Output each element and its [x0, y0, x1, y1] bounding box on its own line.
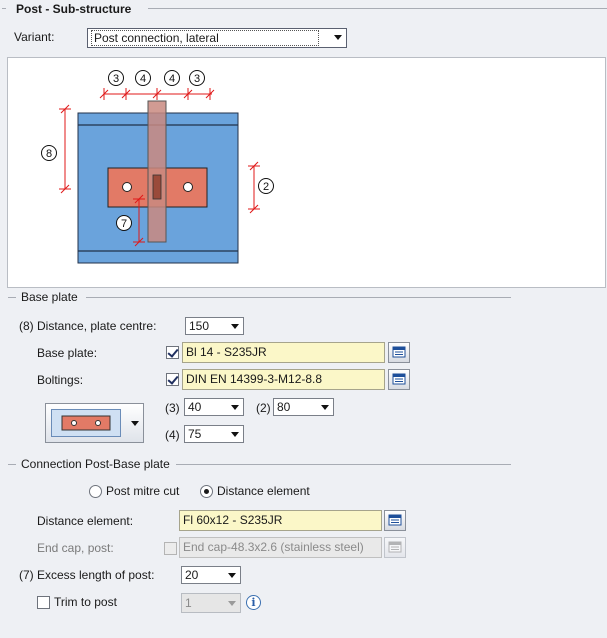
dim-top-2: 4 [140, 73, 146, 85]
plate-type-preview [51, 409, 121, 437]
dim3-dropdown[interactable]: 40 [184, 398, 244, 416]
variant-dropdown[interactable]: Post connection, lateral [87, 28, 347, 48]
dim-right: 2 [263, 181, 269, 193]
chevron-down-icon [231, 432, 239, 437]
dim2-value: 80 [277, 400, 291, 414]
bolt-hole-left [122, 182, 132, 192]
catalog-icon [392, 373, 406, 385]
base-plate-field[interactable]: Bl 14 - S235JR [182, 342, 385, 363]
boltings-label: Boltings: [37, 373, 84, 387]
distance-element-shape [152, 174, 162, 200]
chevron-down-icon [228, 573, 236, 578]
radio-distance-element[interactable] [200, 485, 213, 498]
plate-type-picker[interactable] [45, 403, 144, 443]
dim-left: 8 [46, 148, 52, 160]
section-title-post: Post - Sub-structure [16, 2, 132, 16]
base-plate-checkbox[interactable] [166, 346, 179, 359]
dim2-label: (2) [256, 401, 271, 415]
catalog-icon [388, 541, 402, 553]
catalog-icon [388, 514, 402, 526]
section-title-base-plate: Base plate [21, 290, 78, 304]
radio-post-mitre-cut-label: Post mitre cut [106, 484, 180, 498]
chevron-down-icon [231, 324, 239, 329]
trim-to-post-label: Trim to post [54, 595, 117, 609]
trim-to-post-dropdown[interactable]: 1 [181, 593, 241, 613]
dim3-label: (3) [165, 401, 180, 415]
radio-post-mitre-cut[interactable] [89, 485, 102, 498]
boltings-field[interactable]: DIN EN 14399-3-M12-8.8 [182, 369, 385, 390]
base-plate-label: Base plate: [37, 346, 98, 360]
boltings-catalog-button[interactable] [388, 369, 410, 390]
plate-type-icon [61, 415, 111, 431]
dim-top-4: 3 [194, 73, 200, 85]
chevron-down-icon [131, 421, 139, 426]
distance-plate-centre-label: (8) Distance, plate centre: [19, 319, 157, 333]
trim-to-post-checkbox[interactable] [37, 596, 50, 609]
distance-element-catalog-button[interactable] [384, 510, 406, 531]
excess-length-dropdown[interactable]: 20 [181, 566, 241, 584]
section-title-connection: Connection Post-Base plate [21, 457, 170, 471]
distance-element-field[interactable]: Fl 60x12 - S235JR [179, 510, 382, 531]
variant-value: Post connection, lateral [91, 30, 319, 46]
dim4-value: 75 [188, 427, 202, 441]
trim-to-post-value: 1 [185, 596, 192, 610]
excess-length-value: 20 [185, 568, 199, 582]
dim4-label: (4) [165, 428, 180, 442]
excess-length-label: (7) Excess length of post: [19, 568, 155, 582]
dim-top-3: 4 [169, 73, 175, 85]
preview-drawing: 3 4 4 3 8 2 7 [7, 57, 606, 288]
chevron-down-icon [231, 405, 239, 410]
distance-element-label: Distance element: [37, 514, 134, 528]
radio-distance-element-label: Distance element [217, 484, 310, 498]
dim-top-1: 3 [113, 73, 119, 85]
end-cap-catalog-button[interactable] [384, 537, 406, 558]
drawing-svg: 3 4 4 3 8 2 7 [41, 70, 274, 264]
bolt-hole-right [183, 182, 193, 192]
chevron-down-icon [228, 601, 236, 606]
end-cap-field[interactable]: End cap-48.3x2.6 (stainless steel) [179, 537, 382, 558]
chevron-down-icon [334, 35, 342, 40]
end-cap-label: End cap, post: [37, 541, 114, 555]
variant-label: Variant: [14, 30, 55, 44]
distance-plate-centre-value: 150 [189, 319, 210, 333]
dim2-dropdown[interactable]: 80 [273, 398, 334, 416]
chevron-down-icon [321, 405, 329, 410]
dim4-dropdown[interactable]: 75 [184, 425, 244, 443]
dim-bottom: 7 [121, 218, 127, 230]
dim3-value: 40 [188, 400, 202, 414]
boltings-checkbox[interactable] [166, 373, 179, 386]
base-plate-catalog-button[interactable] [388, 342, 410, 363]
info-icon[interactable]: i [246, 595, 261, 610]
catalog-icon [392, 346, 406, 358]
post-shape [147, 100, 167, 243]
end-cap-checkbox[interactable] [164, 542, 177, 555]
distance-plate-centre-dropdown[interactable]: 150 [185, 317, 244, 335]
